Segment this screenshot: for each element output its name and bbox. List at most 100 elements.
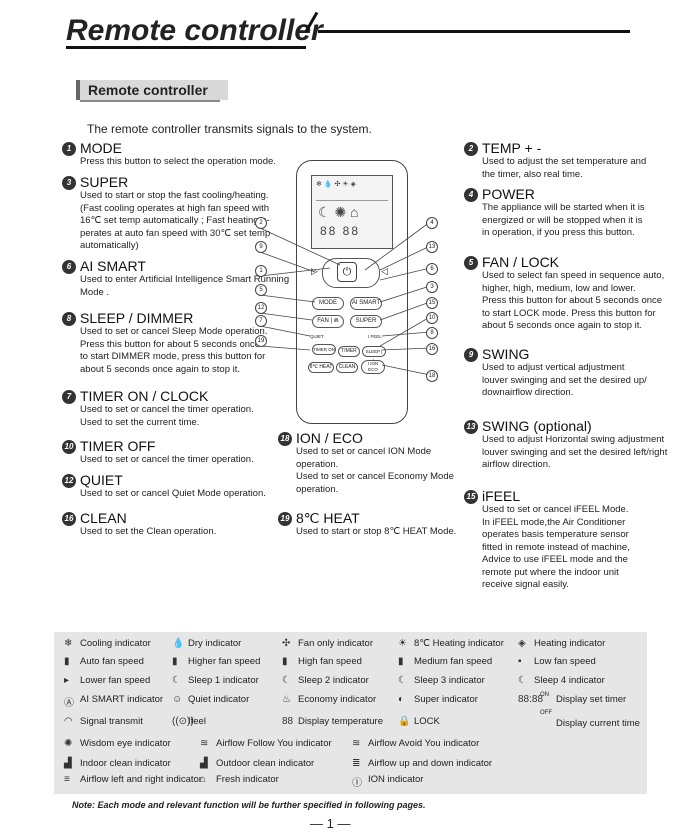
display-digits: 88 88	[320, 224, 361, 238]
legend-icon: ☺	[172, 694, 183, 705]
callout-marker: 7	[255, 315, 267, 327]
feature-desc-line: (Fast cooling operates at high fan speed…	[80, 202, 270, 214]
clean-button[interactable]: CLEAN	[336, 362, 358, 373]
feature-desc-line: Advice to use iFEEL mode and the	[482, 554, 628, 565]
timer-button[interactable]: TIMER	[338, 346, 360, 357]
legend-label: Lower fan speed	[80, 675, 151, 686]
feature-number: 8	[62, 312, 76, 326]
legend-label: Display set timer	[556, 694, 627, 705]
legend-label: Wisdom eye indicator	[80, 738, 171, 749]
legend-label: Fan only indicator	[298, 638, 373, 649]
legend-label: LOCK	[414, 716, 440, 727]
feature-desc-line: The appliance will be started when it is	[482, 202, 645, 213]
callout-marker: 15	[426, 297, 438, 309]
feature-desc-line: about 5 seconds once again to stop it.	[80, 363, 241, 375]
feature-desc-line: automatically)	[80, 240, 139, 251]
legend-icon: ☾	[518, 675, 527, 686]
timer-off-label: OFF	[540, 710, 552, 716]
swing-button-icon[interactable]: ▷	[311, 266, 318, 276]
feature-desc-line: receive signal easily.	[482, 579, 569, 590]
ai-smart-button[interactable]: AI SMART	[350, 297, 382, 310]
temp-rocker[interactable]	[322, 258, 380, 288]
indicator-legend	[54, 632, 647, 794]
feature-desc-line: Press this button for about 5 seconds on…	[80, 338, 261, 350]
feature-desc-line: Used to set or cancel the timer operatio…	[80, 404, 254, 415]
feature-number: 3	[62, 176, 76, 190]
fan-button[interactable]: FAN | ⋒	[312, 315, 344, 328]
footnote: Note: Each mode and relevant function wi…	[72, 800, 426, 810]
feature-number: 5	[464, 256, 478, 270]
legend-icon: 88:88	[518, 694, 544, 705]
legend-icon: ▪	[518, 656, 522, 667]
legend-label: Display current time	[556, 718, 640, 729]
legend-label: Sleep 1 indicator	[188, 675, 259, 686]
legend-label: Economy indicator	[298, 694, 377, 705]
h-swing-button-icon[interactable]: ◁	[381, 266, 388, 276]
legend-label: Dry indicator	[188, 638, 242, 649]
callout-line-7	[259, 325, 311, 337]
callout-line-12	[259, 312, 313, 321]
feature-heading: SWING	[482, 346, 530, 362]
page-title: Remote controller	[66, 14, 323, 47]
feature-desc-line: airflow direction.	[482, 459, 551, 470]
feature-heading: TIMER OFF	[80, 438, 156, 454]
legend-icon: ☾	[282, 675, 291, 686]
feature-desc-line: Used to start or stop 8℃ HEAT Mode.	[296, 526, 457, 537]
heat-8c-button[interactable]: 8℃ HEAT	[308, 362, 334, 373]
feature-desc-line: operation.	[296, 483, 339, 495]
legend-label: Indoor clean indicator	[80, 758, 171, 769]
feature-number: 4	[464, 188, 478, 202]
feature-desc-line: 16℃ set temp automatically ; Fast heatin…	[80, 215, 270, 226]
feature-desc-line: fitted in remote instead of machine,	[482, 541, 630, 553]
feature-desc-line: Used to set the current time.	[80, 416, 200, 428]
timer-on-button[interactable]: TIMER ON	[312, 344, 336, 355]
callout-marker: 12	[255, 302, 267, 314]
feature-number: 10	[62, 440, 76, 454]
feature-heading: iFEEL	[482, 488, 521, 504]
feature-desc-line: operation.	[296, 458, 339, 470]
legend-icon: ▮	[64, 656, 70, 667]
callout-line-2	[259, 227, 341, 266]
legend-icon: 💧	[172, 638, 185, 649]
legend-icon: 88	[282, 716, 294, 727]
legend-icon: ≣	[352, 758, 361, 769]
callout-line-18	[381, 364, 431, 376]
feature-desc-line: about 5 seconds once again to stop it.	[482, 320, 643, 331]
legend-label: Higher fan speed	[188, 656, 261, 667]
legend-label: High fan speed	[298, 656, 362, 667]
legend-label: Quiet indicator	[188, 694, 250, 705]
feature-number: 1	[62, 142, 76, 156]
super-button[interactable]: SUPER	[350, 315, 382, 328]
legend-label: Outdoor clean indicator	[216, 758, 315, 769]
feature-number: 7	[62, 390, 76, 404]
feature-desc-line: Used to enter Artificial Intelligence Sm…	[80, 274, 290, 285]
intro-text: The remote controller transmits signals …	[87, 122, 372, 136]
legend-label: Airflow Follow You indicator	[216, 738, 332, 749]
title-underline-right	[318, 30, 630, 33]
feature-desc-line: louver swinging and set the desired up/	[482, 374, 647, 386]
callout-line-group	[259, 221, 431, 376]
feature-desc-line: Used to select fan speed in sequence aut…	[482, 270, 665, 281]
feature-heading: MODE	[80, 140, 122, 156]
feature-number: 2	[464, 142, 478, 156]
legend-label: Super indicator	[414, 694, 478, 705]
feature-desc-line: Used to set or cancel Quiet Mode operati…	[80, 488, 266, 499]
callout-marker: 13	[426, 241, 438, 253]
feature-heading: SUPER	[80, 174, 129, 190]
ion-eco-button[interactable]: I ION ECO	[361, 360, 385, 374]
legend-icon: Ⓐ	[64, 698, 74, 709]
feature-number: 9	[464, 348, 478, 362]
feature-heading: POWER	[482, 186, 535, 202]
feature-number: 16	[62, 512, 76, 526]
feature-desc-line: Used to set or cancel Economy Mode	[296, 471, 454, 482]
callout-line-19	[259, 345, 311, 351]
feature-desc-line: perates at auto fan speed with 30℃ set t…	[80, 227, 271, 239]
power-button[interactable]: ⏻	[337, 262, 357, 282]
legend-label: Fresh indicator	[216, 774, 279, 785]
feature-heading: TIMER ON / CLOCK	[80, 388, 209, 404]
legend-icon: ▮	[172, 656, 178, 667]
mode-button[interactable]: MODE	[312, 297, 344, 310]
section-underline	[80, 100, 220, 102]
callout-marker: 4	[426, 217, 438, 229]
timer-on-label: ON	[540, 692, 549, 698]
